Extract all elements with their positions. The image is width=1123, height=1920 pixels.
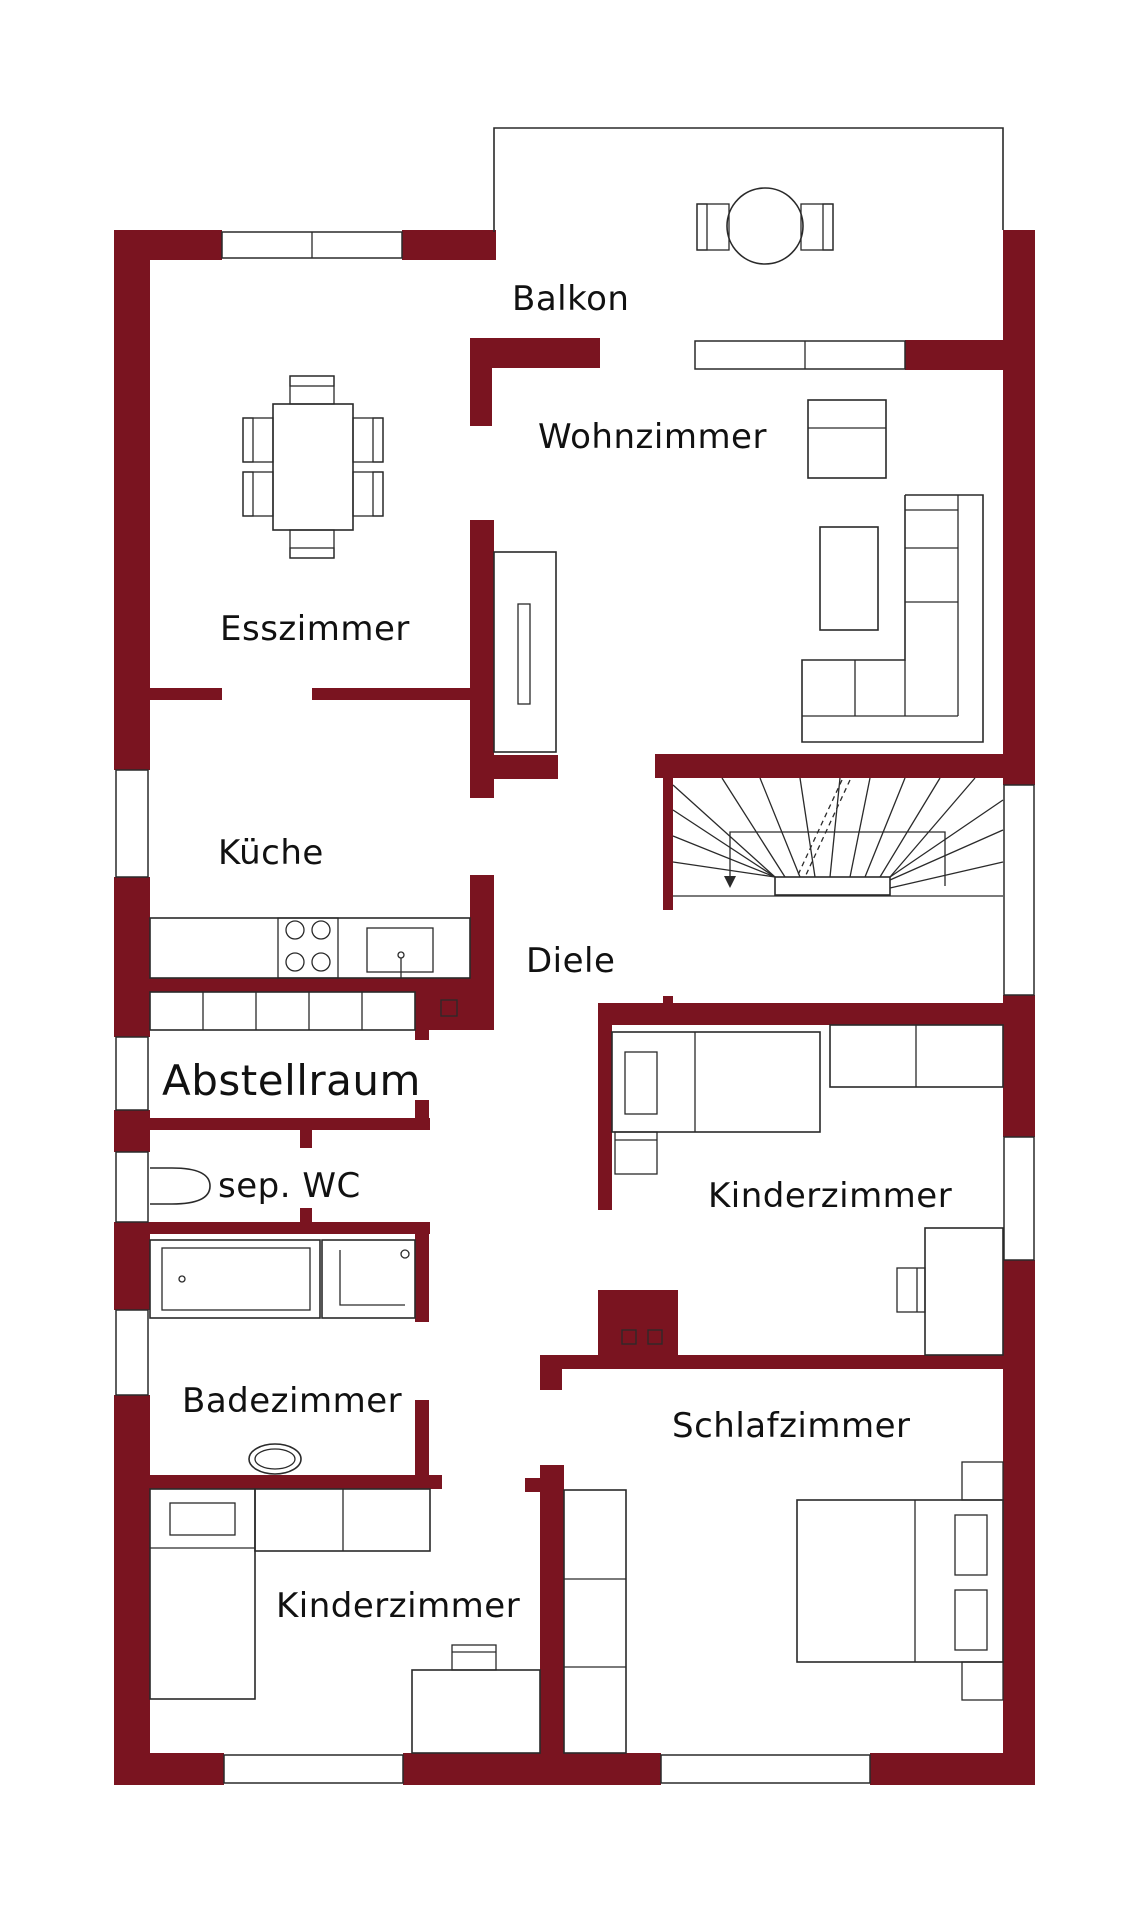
kid-left-bed-icon [149,1488,256,1700]
armchair-icon [807,399,887,479]
kitchen-counter-icon [149,917,471,979]
windows [115,231,1035,1784]
stair-top-wall [655,754,1035,778]
window-left-bath [115,1309,149,1396]
outer-wall-left-5 [114,1395,150,1785]
kid-right-desk-icon [621,1227,1004,1356]
bath-right-wall-2 [415,1400,429,1489]
bedroom-wardrobe-icon [563,1489,627,1754]
outer-wall-top-left [114,230,222,260]
kind-right-bottom-block [598,1290,678,1360]
room-labels: Balkon Wohnzimmer Esszimmer Küche Diele … [162,279,952,1626]
abstell-right-wall-2 [415,1100,429,1130]
window-right-stair [1003,784,1035,996]
storage-shelves-icon [149,991,458,1031]
balcony-wall [905,340,1035,370]
dining-table-icon [242,375,384,559]
label-esszimmer: Esszimmer [220,609,410,649]
wc-bottom-wall [150,1222,430,1234]
abstell-right-wall [415,978,429,1040]
bath-right-wall [415,1222,429,1322]
partition-ess-wohn-foot [470,755,558,779]
shower-icon [321,1239,416,1319]
bath-bottom-wall [150,1475,442,1489]
abstell-bottom-wall [150,1118,430,1130]
outer-wall-bottom-1 [114,1753,224,1785]
kid-left-desk-icon [411,1644,541,1754]
label-kinderzimmer-right: Kinderzimmer [708,1176,952,1216]
sink-icon [248,1443,302,1475]
label-balkon: Balkon [512,279,629,319]
partition-ess-wohn [470,520,494,798]
label-badezimmer: Badezimmer [182,1381,402,1421]
diele-stub [663,996,673,1006]
toilet-icon [150,1167,211,1205]
window-left-abstell [115,1036,149,1111]
wc-bottom-stub [300,1208,312,1234]
wc-top-stub [300,1130,312,1148]
outer-wall-left-4 [114,1222,150,1310]
label-sep-wc: sep. WC [218,1166,361,1206]
label-kinderzimmer-left: Kinderzimmer [276,1586,520,1626]
stair-arrow-icon [724,876,736,888]
kid-right-bed-icon [611,1031,821,1175]
coffee-table-icon [819,526,879,631]
wall-ess-kueche-2 [312,688,472,700]
abstell-top-wall [150,978,470,992]
bathtub-icon [149,1239,321,1319]
kind-right-left-wall [598,1003,612,1210]
window-left-kueche [115,769,149,878]
kid-left-wardrobe-icon [254,1488,431,1552]
label-wohnzimmer: Wohnzimmer [538,417,767,457]
sideboard-icon [493,551,557,753]
outer-wall-left [114,230,150,770]
outer-wall-left-3 [114,1110,150,1152]
label-abstellraum: Abstellraum [162,1056,421,1105]
label-kueche: Küche [218,833,324,873]
label-diele: Diele [526,941,615,981]
outer-wall-right-3 [1003,1260,1035,1785]
window-bottom-schlaf [660,1754,871,1784]
outer-wall-bottom-2 [403,1753,661,1785]
double-bed-icon [796,1461,1004,1701]
window-left-wc [115,1151,149,1223]
outer-wall-right [1003,230,1035,785]
schlaf-top-wall-stub [540,1355,562,1390]
window-bottom-kind [223,1754,404,1784]
partition-kind-schlaf-top [525,1478,564,1492]
sofa-icon [801,494,984,743]
partition-kind-schlaf [540,1465,564,1785]
window-balcony [694,340,906,370]
kind-right-top-wall [598,1003,1035,1025]
furniture [149,187,1004,1754]
wall-ess-kueche-1 [150,688,222,700]
kid-right-wardrobe-icon [829,1024,1004,1088]
stair-left-wall [663,754,673,910]
outer-wall-top-mid [402,230,496,260]
staircase-icon [672,777,1004,897]
wohnzimmer-wall-stub [470,338,492,426]
outer-wall-bottom-3 [870,1753,1035,1785]
label-schlafzimmer: Schlafzimmer [672,1406,911,1446]
balcony-table-icon [696,187,834,265]
outer-wall-left-2 [114,877,150,1037]
window-right-kind [1003,1136,1035,1261]
balcony [493,127,1004,232]
walls [114,230,1035,1785]
